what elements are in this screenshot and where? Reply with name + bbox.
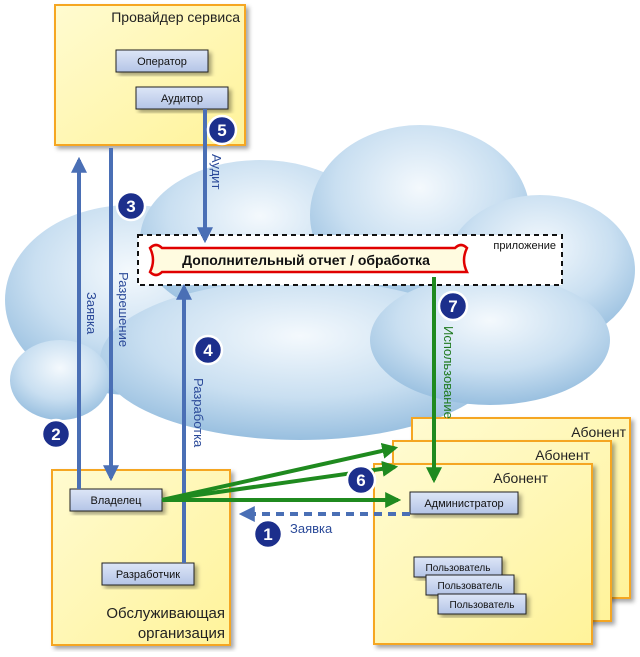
user-box-2[interactable]: Пользователь	[425, 574, 515, 596]
operator-box[interactable]: Оператор	[115, 49, 209, 73]
auditor-label: Аудитор	[161, 93, 203, 105]
report-scroll[interactable]: Дополнительный отчет / обработка	[148, 243, 470, 277]
operator-label: Оператор	[137, 56, 187, 68]
step-badge-1: 1	[252, 518, 284, 550]
step-badge-3: 3	[115, 190, 147, 222]
user-label-2: Пользователь	[438, 581, 503, 592]
user-label-3: Пользователь	[450, 600, 515, 611]
org-title-line2: организация	[138, 625, 225, 642]
step-badge-7-number: 7	[448, 297, 457, 316]
provider-title: Провайдер сервиса	[111, 9, 240, 25]
subscriber-middle-title: Абонент	[535, 447, 590, 463]
user-label-1: Пользователь	[426, 563, 491, 574]
owner-label: Владелец	[91, 495, 143, 507]
provider-panel: Провайдер сервиса	[54, 4, 246, 146]
step-badge-2-number: 2	[51, 425, 60, 444]
step-badge-5: 5	[206, 114, 238, 146]
report-title: Дополнительный отчет / обработка	[182, 252, 430, 268]
flow-label-usage: Использование	[441, 326, 456, 419]
step-badge-6: 6	[345, 464, 377, 496]
subscriber-back-title: Абонент	[571, 424, 626, 440]
application-tag: приложение	[493, 240, 556, 252]
flow-label-permission: Разрешение	[116, 272, 131, 347]
administrator-label: Администратор	[424, 498, 503, 510]
step-badge-4-number: 4	[203, 341, 213, 360]
step-badge-2: 2	[40, 418, 72, 450]
flow-label-request-vertical: Заявка	[84, 292, 99, 335]
developer-box[interactable]: Разработчик	[101, 562, 195, 586]
user-box-1[interactable]: Пользователь	[413, 556, 503, 578]
flow-label-development: Разработка	[191, 378, 206, 448]
step-badge-4: 4	[192, 334, 224, 366]
step-badge-3-number: 3	[126, 197, 135, 216]
step-badge-1-number: 1	[263, 525, 272, 544]
user-box-3[interactable]: Пользователь	[437, 593, 527, 615]
step-badge-6-number: 6	[356, 471, 365, 490]
arrow-grant-to-subscriber-middle	[161, 442, 399, 502]
step-badge-7: 7	[437, 290, 469, 322]
owner-box[interactable]: Владелец	[69, 488, 163, 512]
flow-label-audit: Аудит	[209, 154, 224, 189]
step-badge-5-number: 5	[217, 121, 226, 140]
developer-label: Разработчик	[116, 569, 180, 581]
subscriber-front-title: Абонент	[493, 470, 548, 486]
flow-label-request-horizontal: Заявка	[290, 521, 333, 536]
org-title-line1: Обслуживающая	[106, 605, 225, 622]
auditor-box[interactable]: Аудитор	[135, 86, 229, 110]
subscriber-panel-front: Абонент	[373, 463, 593, 645]
administrator-box[interactable]: Администратор	[409, 491, 519, 515]
